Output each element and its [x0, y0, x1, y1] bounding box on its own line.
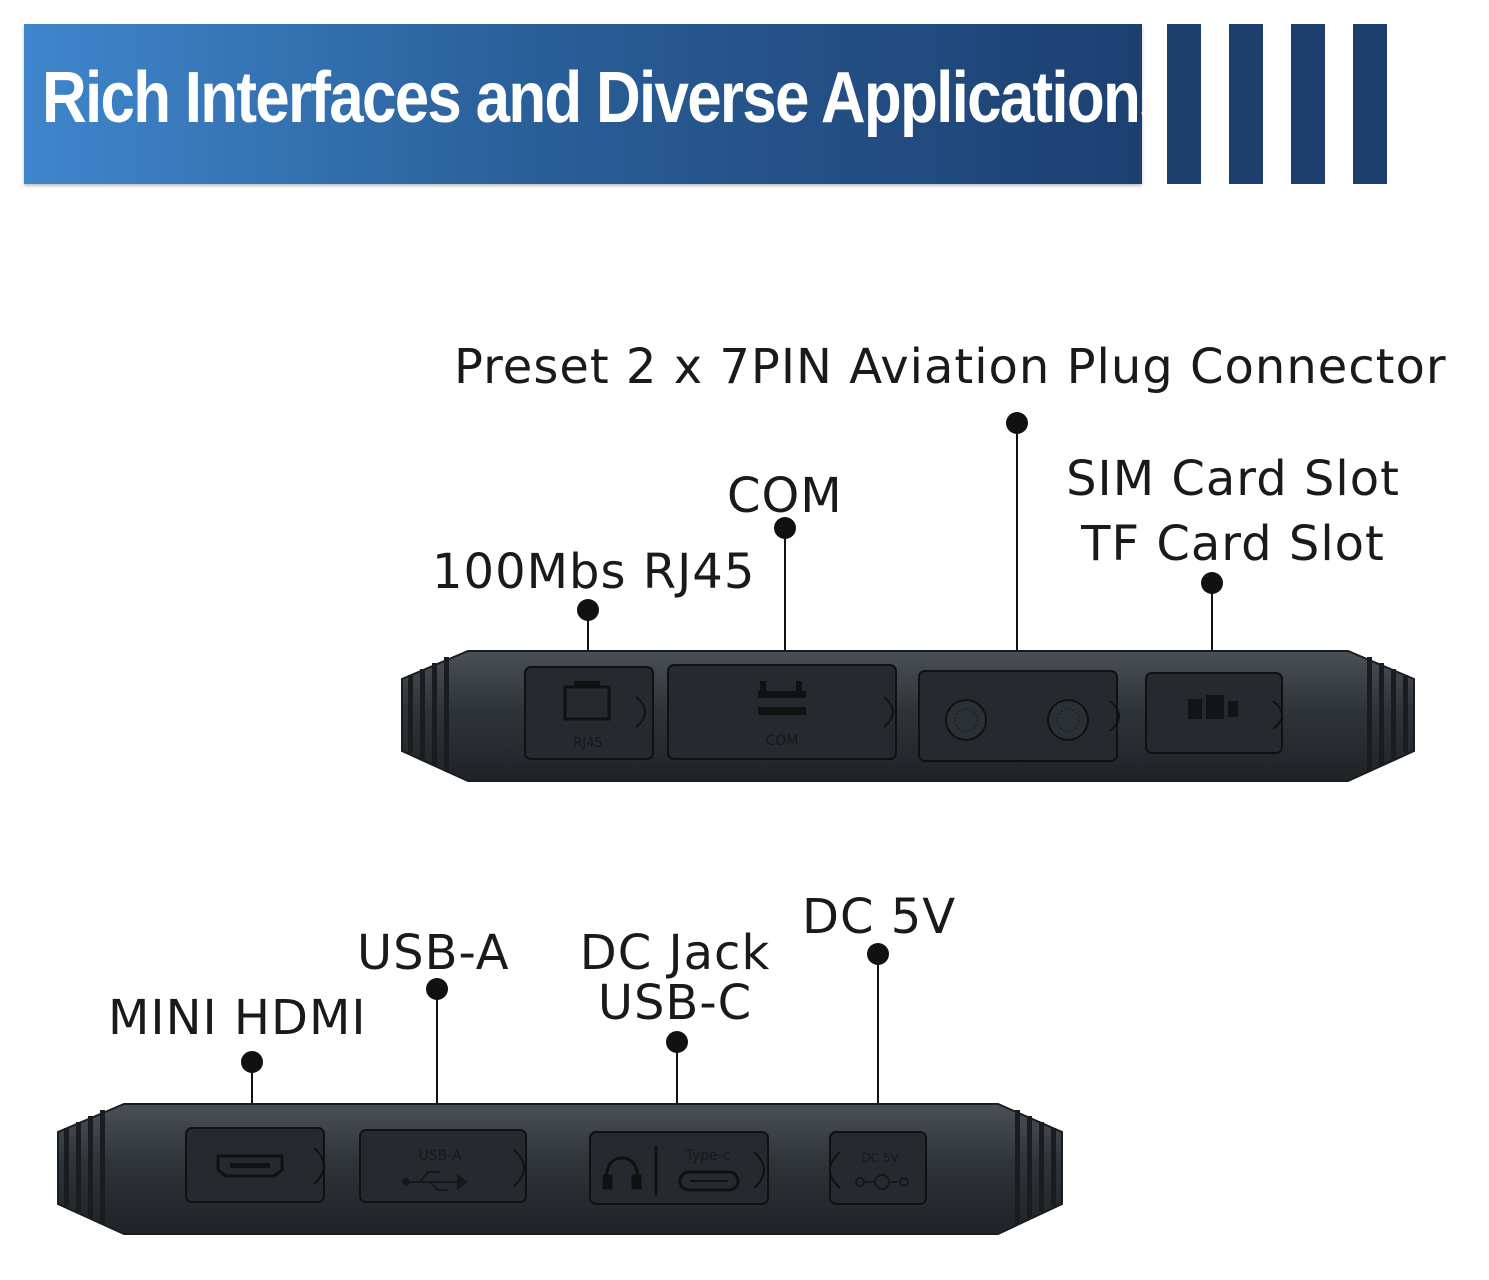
banner-bar-3: [1291, 24, 1325, 184]
headphone-icon: [602, 1156, 642, 1190]
label-tf: TF Card Slot: [1081, 516, 1385, 572]
rj45-port-cover: RJ45: [524, 666, 654, 760]
com-icon: [758, 681, 806, 715]
leader-dot-usba: [426, 978, 448, 1000]
leader-line-dcjack-usbc: [676, 1042, 678, 1130]
leader-dot-hdmi: [241, 1051, 263, 1073]
dc5v-port-cover: DC 5V: [829, 1131, 927, 1205]
usb-c-icon: [678, 1170, 740, 1192]
label-dcjack: DC Jack: [579, 925, 771, 981]
aviation-port-cover: [918, 670, 1120, 762]
com-port-text: COM: [766, 733, 799, 749]
label-aviation: Preset 2 x 7PIN Aviation Plug Connector: [454, 339, 1447, 395]
leader-line-dc5v: [877, 954, 879, 1130]
label-dc5v: DC 5V: [802, 889, 957, 945]
dc-polarity-icon: [855, 1174, 909, 1190]
leader-line-sim-tf: [1211, 583, 1213, 663]
leader-line-rj45: [587, 610, 589, 665]
top-device-panel: RJ45 COM: [401, 650, 1415, 782]
banner-bar-1: [1167, 24, 1201, 184]
sim-tf-port-cover: [1145, 672, 1283, 754]
usba-port-cover: USB-A: [359, 1129, 527, 1203]
banner-title: Rich Interfaces and Diverse Applications: [42, 58, 1174, 138]
label-com: COM: [727, 468, 843, 524]
title-banner: Rich Interfaces and Diverse Applications: [24, 24, 1174, 184]
aviation-plug-icon: [945, 699, 1089, 741]
dc5v-port-text: DC 5V: [861, 1151, 899, 1165]
leader-dot-dcjack-usbc: [666, 1031, 688, 1053]
leader-line-aviation: [1016, 423, 1018, 663]
leader-line-hdmi: [251, 1062, 253, 1130]
label-usbc: USB-C: [597, 975, 753, 1031]
leader-dot-com: [774, 517, 796, 539]
typec-port-text: Type-c: [685, 1148, 731, 1164]
banner-bar-2: [1229, 24, 1263, 184]
com-port-cover: COM: [667, 664, 897, 760]
rj45-port-text: RJ45: [573, 736, 602, 751]
label-sim: SIM Card Slot: [1066, 451, 1400, 507]
hdmi-port-cover: [185, 1127, 325, 1203]
bottom-device-panel: USB-A Type-c DC 5V: [57, 1103, 1063, 1235]
hdmi-icon: [216, 1154, 284, 1178]
usb-icon: [402, 1171, 468, 1191]
leader-dot-dc5v: [867, 943, 889, 965]
leader-line-com: [784, 528, 786, 666]
dcjack-usbc-port-cover: Type-c: [589, 1131, 769, 1205]
label-usba: USB-A: [357, 925, 510, 981]
label-rj45: 100Mbs RJ45: [432, 544, 756, 600]
leader-dot-sim-tf: [1201, 572, 1223, 594]
leader-dot-rj45: [577, 599, 599, 621]
label-hdmi: MINI HDMI: [108, 990, 367, 1046]
sim-card-icon: [1188, 695, 1238, 719]
leader-dot-aviation: [1006, 412, 1028, 434]
leader-line-usba: [436, 989, 438, 1130]
usba-port-text: USB-A: [418, 1148, 461, 1164]
rj45-icon: [563, 681, 611, 721]
banner-bar-4: [1353, 24, 1387, 184]
